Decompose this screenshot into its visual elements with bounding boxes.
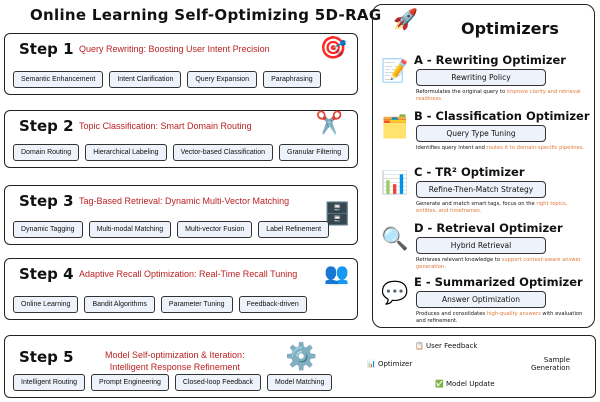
optimizer-name: A - Rewriting Optimizer — [414, 53, 566, 67]
heading-line: Model Self-optimization & Iteration: — [105, 350, 245, 360]
desc-text: Retrieves relevant knowledge to — [416, 257, 502, 263]
desc-highlight: improve clarity and retrieval readiness. — [416, 89, 581, 103]
chip: Intent Clarification — [109, 71, 182, 88]
feedback-people-icon: 👥 — [324, 261, 349, 285]
desc-text: Generate and match smart tags, focus on … — [416, 201, 537, 207]
step-label: Step 2 — [19, 117, 74, 135]
chip: Semantic Enhancement — [13, 71, 104, 88]
chip: Paraphrasing — [263, 71, 321, 88]
chip: Online Learning — [13, 296, 79, 313]
cycle-feedback: 📋 User Feedback — [415, 342, 478, 350]
optimizer-name: E - Summarized Optimizer — [414, 275, 583, 289]
chip: Hierarchical Labeling — [85, 144, 167, 161]
optimizer-name: D - Retrieval Optimizer — [414, 221, 563, 235]
step-3: Step 3 Tag-Based Retrieval: Dynamic Mult… — [4, 185, 358, 245]
chip: Prompt Engineering — [91, 374, 169, 391]
pie-chart-icon: 📊 — [381, 171, 409, 196]
cycle-update: ✅ Model Update — [435, 380, 495, 388]
step-label: Step 4 — [19, 265, 74, 283]
step-heading: Query Rewriting: Boosting User Intent Pr… — [79, 44, 270, 54]
chip: Intelligent Routing — [13, 374, 86, 391]
optimizer-box: Answer Optimization — [416, 291, 546, 308]
optimizer-desc: Reformulates the original query to impro… — [416, 89, 586, 103]
desc-text: Identifies query intent and — [416, 145, 487, 151]
database-icon: 🗄️ — [323, 202, 351, 227]
chip: Model Matching — [266, 374, 333, 391]
step-label: Step 1 — [19, 40, 74, 58]
step-heading: Tag-Based Retrieval: Dynamic Multi-Vecto… — [79, 196, 290, 206]
rocket-icon: 🚀 — [393, 7, 418, 31]
step-1: Step 1 Query Rewriting: Boosting User In… — [4, 33, 358, 95]
page-title: Online Learning Self-Optimizing 5D-RAG — [30, 6, 382, 24]
chip: Parameter Tuning — [160, 296, 233, 313]
cycle-label: User Feedback — [425, 342, 478, 350]
chip: Bandit Algorithms — [84, 296, 155, 313]
optimizer-box: Query Type Tuning — [416, 125, 546, 142]
chip: Vector-based Classification — [172, 144, 274, 161]
step-label: Step 3 — [19, 192, 74, 210]
cycle-label: Optimizer — [377, 360, 413, 368]
cycle-sample: Sample Generation — [510, 356, 570, 372]
optimizer-desc: Generate and match smart tags, focus on … — [416, 201, 586, 215]
chip: Domain Routing — [13, 144, 80, 161]
step-5: Step 5 Model Self-optimization & Iterati… — [4, 335, 596, 398]
heading-line: Intelligent Response Refinement — [109, 361, 240, 372]
desc-text: with evaluation and refinement. — [416, 311, 583, 325]
hierarchy-icon: 🗂️ — [381, 115, 409, 140]
desc-text: Reformulates the original query to — [416, 89, 507, 95]
optimizer-box: Refine-Then-Match Strategy — [416, 181, 546, 198]
document-search-icon: 🔍 — [381, 227, 409, 252]
chip: Multi-vector Fusion — [177, 221, 253, 238]
step-heading: Model Self-optimization & Iteration:Inte… — [105, 350, 245, 373]
optimizer-name: B - Classification Optimizer — [414, 109, 590, 123]
chip: Multi-modal Matching — [88, 221, 172, 238]
step-heading: Adaptive Recall Optimization: Real-Time … — [79, 269, 298, 279]
gear-cycle-icon: ⚙️ — [285, 342, 318, 372]
desc-highlight: right topics, entities, and timeframes. — [416, 201, 568, 215]
chip: Dynamic Tagging — [13, 221, 83, 238]
chip: Closed-loop Feedback — [174, 374, 261, 391]
qa-chat-icon: 💬 — [381, 281, 409, 306]
optimizer-desc: Identifies query intent and routes it to… — [416, 145, 586, 152]
desc-highlight: routes it to domain-specific pipelines. — [486, 145, 585, 151]
cycle-optimizer: 📊 Optimizer — [367, 360, 413, 368]
step-label: Step 5 — [19, 348, 74, 366]
chip: Label Refinement — [258, 221, 330, 238]
chip: Feedback-driven — [238, 296, 307, 313]
cycle-label: Model Update — [445, 380, 495, 388]
chip: Granular Filtering — [279, 144, 350, 161]
chip: Query Expansion — [187, 71, 258, 88]
desc-text: Produces and consolidates — [416, 311, 487, 317]
optimizer-name: C - TR² Optimizer — [414, 165, 525, 179]
optimizer-box: Rewriting Policy — [416, 69, 546, 86]
cycle-label: Sample Generation — [530, 356, 570, 372]
panel-title: Optimizers — [461, 19, 559, 38]
scissors-icon: ✂️ — [315, 111, 343, 136]
desc-highlight: support context-aware answer generation. — [416, 257, 581, 271]
optimizer-desc: Produces and consolidates high-quality a… — [416, 311, 586, 325]
step-4: Step 4 Adaptive Recall Optimization: Rea… — [4, 258, 358, 320]
edit-note-icon: 📝 — [381, 59, 409, 84]
target-icon: 🎯 — [319, 36, 347, 61]
optimizer-box: Hybrid Retrieval — [416, 237, 546, 254]
step-heading: Topic Classification: Smart Domain Routi… — [79, 121, 252, 131]
optimizer-desc: Retrieves relevant knowledge to support … — [416, 257, 586, 271]
desc-highlight: high-quality answers — [486, 311, 541, 317]
step-2: Step 2 Topic Classification: Smart Domai… — [4, 110, 358, 168]
